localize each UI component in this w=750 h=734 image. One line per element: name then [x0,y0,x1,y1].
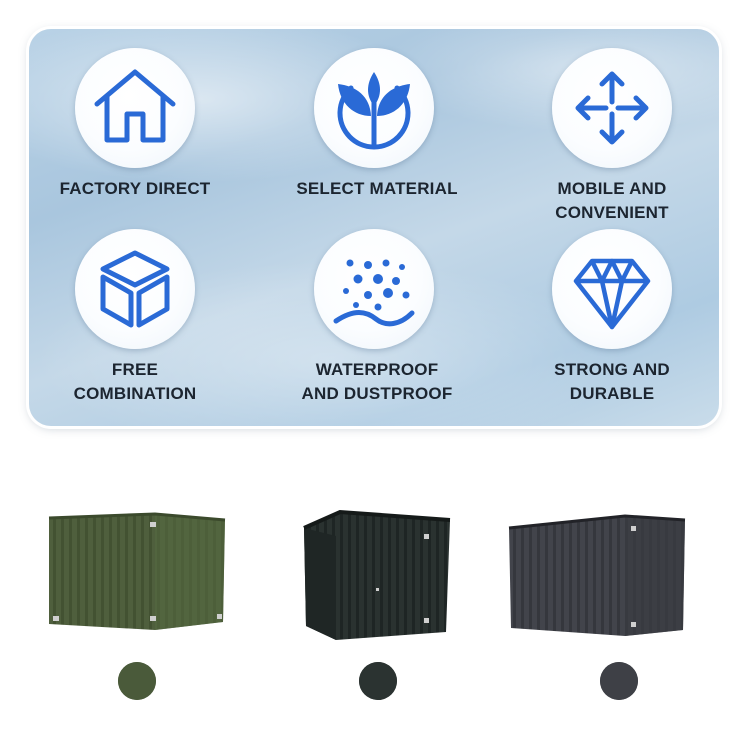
mobile-convenient-circle [552,48,672,168]
feature-label-free-combination: FREE COMBINATION [73,360,197,403]
factory-direct-circle [75,48,195,168]
diamond-icon [573,258,651,330]
black-container-image [303,509,451,640]
select-material-circle [314,48,434,168]
dust-wave-icon [333,259,415,327]
house-icon [94,69,176,143]
features-panel: FACTORY DIRECT SELECT MATERIAL MOBILE AN… [29,29,719,426]
feature-label-strong-durable: STRONG AND DURABLE [554,360,670,403]
free-combination-circle [75,229,195,349]
feature-label-mobile-convenient: MOBILE AND CONVENIENT [555,179,669,222]
feature-label-waterproof: WATERPROOF AND DUSTPROOF [301,360,453,403]
cube-icon [100,250,170,328]
green-color-swatch[interactable] [118,662,156,700]
green-container-image [48,512,226,630]
dark-gray-color-swatch[interactable] [600,662,638,700]
move-arrows-icon [575,71,649,145]
feature-label-factory-direct: FACTORY DIRECT [59,179,211,198]
sprout-icon [337,72,411,150]
feature-label-select-material: SELECT MATERIAL [296,179,458,198]
black-color-swatch[interactable] [359,662,397,700]
gray-container-image [508,514,686,636]
waterproof-circle [314,229,434,349]
strong-durable-circle [552,229,672,349]
